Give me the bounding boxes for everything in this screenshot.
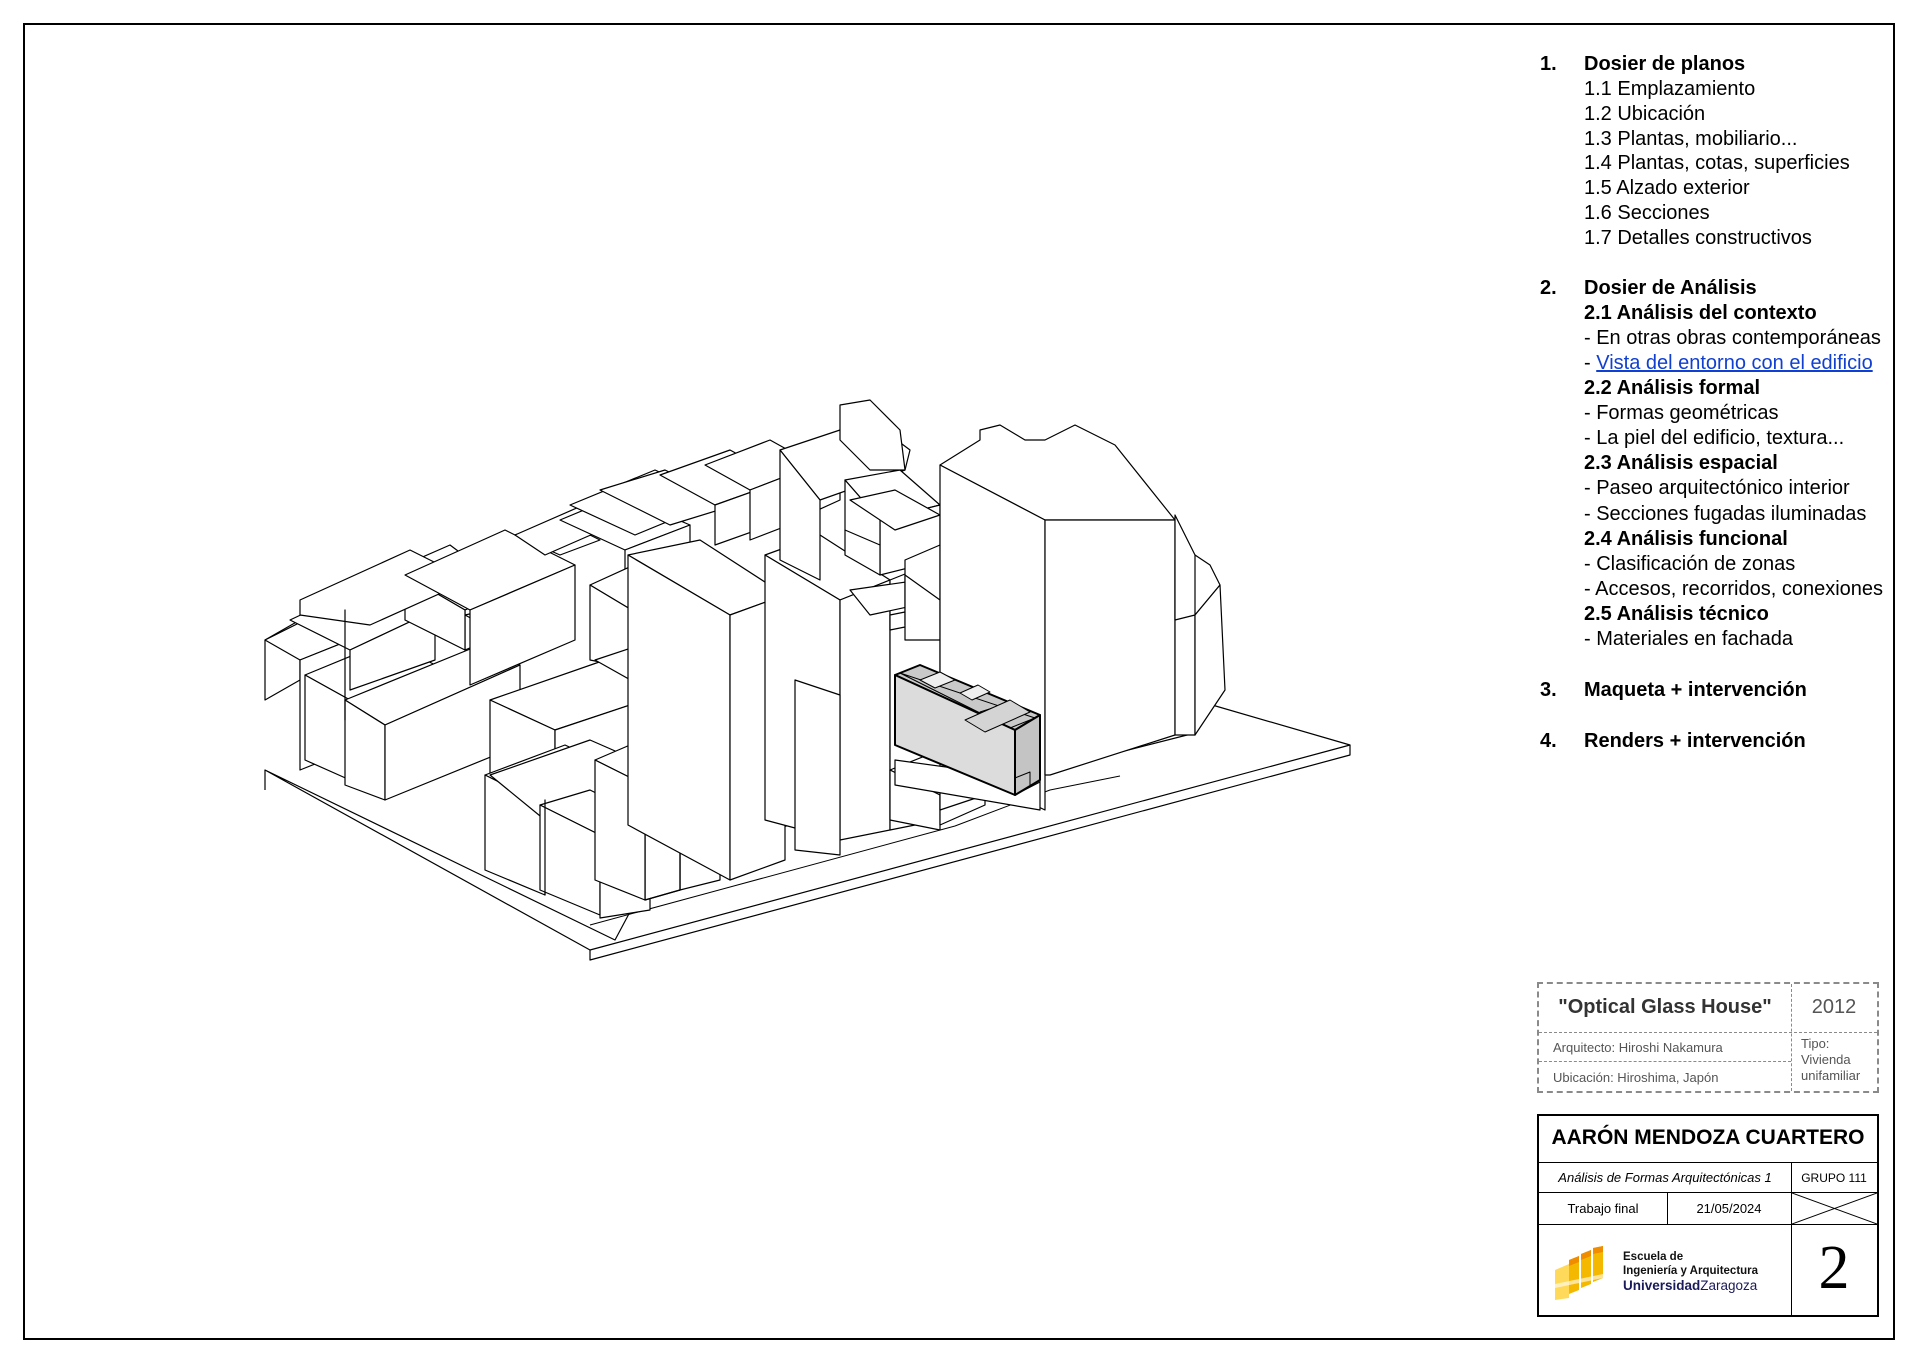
vista-entorno-link[interactable]: Vista del entorno con el edificio	[1596, 351, 1873, 374]
index-item: - Paseo arquitectónico interior	[1584, 477, 1850, 500]
index-item: 1.2 Ubicación	[1584, 102, 1706, 125]
school-line: Universidad	[1623, 1278, 1701, 1293]
school-logo-icon	[1555, 1246, 1603, 1300]
type-line: unifamiliar	[1801, 1068, 1861, 1083]
course-name: Análisis de Formas Arquitectónicas 1	[1558, 1170, 1772, 1185]
section-title: Dosier de Análisis	[1584, 276, 1757, 299]
project-year: 2012	[1811, 996, 1857, 1018]
index-item: - En otras obras contemporáneas	[1584, 326, 1881, 349]
index-item: 1.6 Secciones	[1584, 201, 1710, 224]
index-item: - Clasificación de zonas	[1584, 552, 1796, 575]
project-name: "Optical Glass House"	[1558, 996, 1772, 1018]
work-date: 21/05/2024	[1696, 1201, 1762, 1216]
section-number: 1.	[1540, 53, 1557, 75]
project-location: Ubicación: Hiroshima, Japón	[1553, 1070, 1719, 1085]
index-item: - Formas geométricas	[1584, 401, 1779, 424]
index-list: 1. Dosier de planos 1.1 Emplazamiento 1.…	[1540, 52, 1900, 754]
index-section-3: 3. Maqueta + intervención	[1540, 678, 1900, 703]
subsection-title: 2.1 Análisis del contexto	[1584, 301, 1817, 324]
subsection-title: 2.4 Análisis funcional	[1584, 527, 1788, 550]
index-item: 1.5 Alzado exterior	[1584, 177, 1750, 200]
subsection-title: 2.5 Análisis técnico	[1584, 603, 1769, 626]
subsection-title: 2.2 Análisis formal	[1584, 376, 1760, 399]
school-line: Zaragoza	[1700, 1278, 1758, 1293]
work-label: Trabajo final	[1567, 1201, 1639, 1216]
index-item: - Materiales en fachada	[1584, 628, 1794, 651]
school-name: Escuela de Ingeniería y Arquitectura Uni…	[1623, 1250, 1758, 1294]
sheet-number: 2	[1818, 1234, 1850, 1302]
index-item: 1.7 Detalles constructivos	[1584, 226, 1812, 249]
school-university: UniversidadZaragoza	[1623, 1278, 1758, 1294]
index-item-link-row: - Vista del entorno con el edificio	[1584, 351, 1900, 376]
link-prefix: -	[1584, 351, 1597, 374]
sheet-frame	[23, 23, 1895, 1340]
subsection-title: 2.3 Análisis espacial	[1584, 452, 1778, 475]
index-section-4: 4. Renders + intervención	[1540, 729, 1900, 754]
section-title: Maqueta + intervención	[1584, 679, 1807, 702]
project-info-block: "Optical Glass House" 2012 Arquitecto: H…	[1537, 982, 1879, 1093]
type-label: Tipo:	[1801, 1036, 1830, 1051]
index-item: 1.1 Emplazamiento	[1584, 78, 1756, 100]
section-number: 3.	[1540, 679, 1557, 702]
project-type: Tipo: Vivienda unifamiliar	[1801, 1036, 1860, 1084]
section-title: Dosier de planos	[1584, 53, 1746, 75]
author-info-block: AARÓN MENDOZA CUARTERO Análisis de Forma…	[1537, 1114, 1879, 1317]
school-line: Escuela de	[1623, 1251, 1684, 1263]
type-line: Vivienda	[1801, 1052, 1851, 1067]
project-architect: Arquitecto: Hiroshi Nakamura	[1553, 1040, 1723, 1055]
group-label: GRUPO 111	[1801, 1171, 1867, 1185]
index-section-2: 2. Dosier de Análisis 2.1 Análisis del c…	[1540, 276, 1900, 653]
index-section-1: 1. Dosier de planos 1.1 Emplazamiento 1.…	[1540, 52, 1900, 251]
section-number: 2.	[1540, 276, 1557, 299]
author-name: AARÓN MENDOZA CUARTERO	[1551, 1126, 1865, 1149]
crossed-cell	[1792, 1193, 1877, 1224]
school-line: Ingeniería y Arquitectura	[1623, 1265, 1759, 1277]
index-item: 1.4 Plantas, cotas, superficies	[1584, 152, 1850, 175]
index-item: - Secciones fugadas iluminadas	[1584, 502, 1867, 525]
index-item: - Accesos, recorridos, conexiones	[1584, 578, 1884, 600]
section-number: 4.	[1540, 730, 1557, 753]
section-title: Renders + intervención	[1584, 730, 1806, 753]
index-item: - La piel del edificio, textura...	[1584, 427, 1845, 450]
index-item: 1.3 Plantas, mobiliario...	[1584, 127, 1798, 150]
